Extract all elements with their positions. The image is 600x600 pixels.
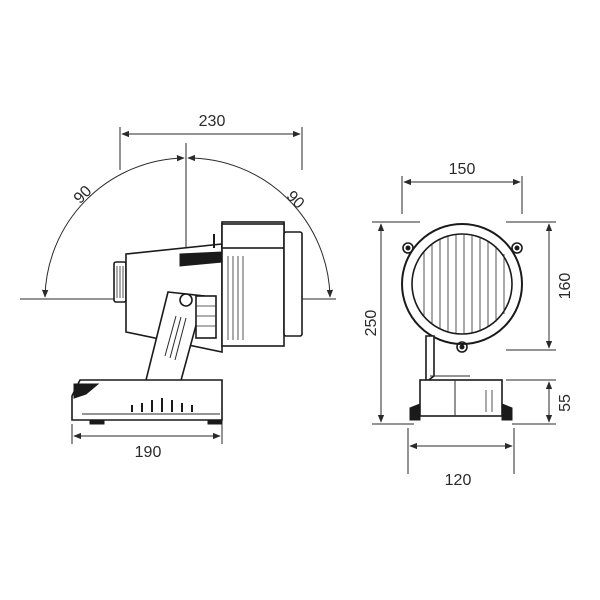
base-vent-slots: [131, 398, 193, 412]
lens-grille: [423, 235, 505, 333]
dimension-250: 250: [363, 221, 420, 425]
mounting-arm-front: [425, 335, 470, 384]
dimension-160: 160: [506, 221, 574, 351]
dim-label-55: 55: [557, 394, 574, 412]
front-view: 150 250: [363, 161, 574, 489]
lamp-head-side: [113, 221, 303, 353]
dim-label-230: 230: [199, 113, 226, 130]
cooling-fins: [227, 256, 244, 340]
mounting-arm: [145, 291, 217, 385]
dim-label-250: 250: [363, 310, 380, 337]
side-view: 230 90 90: [20, 113, 336, 461]
lamp-head-front: [401, 223, 523, 353]
dimension-120: 120: [407, 428, 515, 489]
dimension-150: 150: [401, 161, 523, 214]
dim-label-160: 160: [557, 273, 574, 300]
dimension-230: 230: [119, 113, 303, 170]
dimension-190: 190: [71, 424, 223, 461]
base-front: [409, 379, 513, 421]
angle-label-left: 90: [71, 183, 96, 208]
dim-label-120: 120: [445, 472, 472, 489]
angle-label-right: 90: [283, 188, 308, 213]
dim-label-150: 150: [449, 161, 476, 178]
dim-label-190: 190: [135, 444, 162, 461]
dimension-55: 55: [506, 379, 574, 425]
base-side: [71, 379, 223, 425]
